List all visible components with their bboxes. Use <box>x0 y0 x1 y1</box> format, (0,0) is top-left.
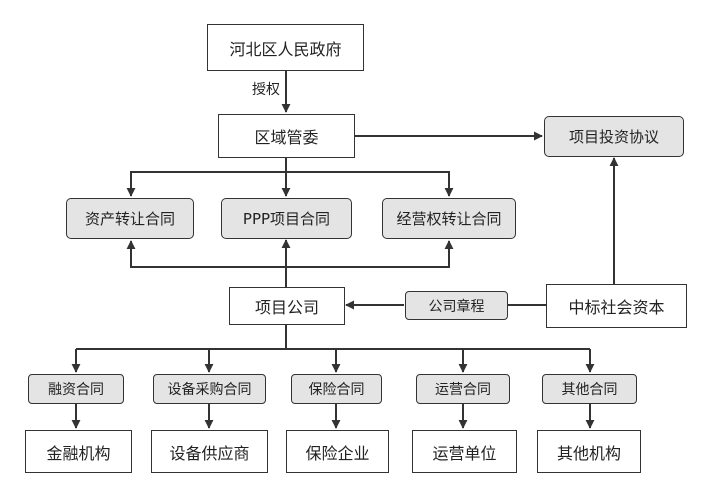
node-ppp-contract: PPP项目合同 <box>221 198 352 239</box>
node-gov: 河北区人民政府 <box>207 24 364 71</box>
edge-fan-bottom <box>130 241 450 268</box>
node-operation-right-transfer: 经营权转让合同 <box>382 198 516 239</box>
node-social-capital: 中标社会资本 <box>546 284 687 328</box>
node-other-institution: 其他机构 <box>537 430 641 473</box>
node-financing-contract: 融资合同 <box>28 374 124 404</box>
node-operation-contract: 运营合同 <box>416 374 510 404</box>
node-other-contract: 其他合同 <box>542 374 637 404</box>
node-equipment-contract: 设备采购合同 <box>153 374 266 404</box>
edge-fan-top <box>130 171 450 196</box>
node-insurance-company: 保险企业 <box>286 430 389 473</box>
node-project-company: 项目公司 <box>229 287 345 325</box>
node-equipment-supplier: 设备供应商 <box>151 430 268 473</box>
node-operation-unit: 运营单位 <box>412 430 517 473</box>
node-articles: 公司章程 <box>405 291 508 320</box>
node-asset-transfer: 资产转让合同 <box>66 198 194 239</box>
node-committee: 区域管委 <box>218 114 355 158</box>
node-financial-institution: 金融机构 <box>25 430 132 473</box>
edge-label-authorize: 授权 <box>252 82 280 98</box>
node-investment-agreement: 项目投资协议 <box>544 116 684 157</box>
node-insurance-contract: 保险合同 <box>291 374 382 404</box>
